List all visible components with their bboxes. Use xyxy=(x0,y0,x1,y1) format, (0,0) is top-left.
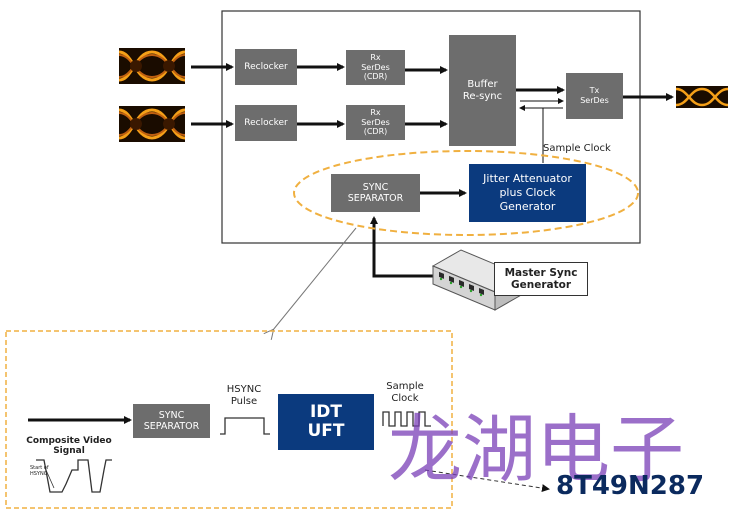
sync-separator-top: SYNC SEPARATOR xyxy=(331,174,420,212)
rx-serdes-1: Rx SerDes (CDR) xyxy=(346,50,405,85)
reclocker-1: Reclocker xyxy=(235,49,297,85)
sample-clock-waveform xyxy=(382,411,431,427)
composite-video-label: Composite Video Signal xyxy=(26,436,112,457)
master-sync-generator: Master Sync Generator xyxy=(494,262,588,296)
hsync-pulse-label: HSYNC Pulse xyxy=(226,384,262,407)
reclocker-2: Reclocker xyxy=(235,105,297,141)
hsync-pulse-waveform xyxy=(220,417,270,435)
tx-serdes: Tx SerDes xyxy=(566,73,623,119)
start-of-hsync-label: Start of HSYNC xyxy=(30,465,49,477)
idt-uft-block: IDT UFT xyxy=(278,394,374,450)
buffer-resync: Buffer Re-sync xyxy=(449,35,516,146)
jitter-attenuator: Jitter Attenuator plus Clock Generator xyxy=(469,164,586,222)
output-eye-diagram xyxy=(676,86,728,108)
sample-clock-bottom-label: Sample Clock xyxy=(386,381,424,404)
composite-video-waveform xyxy=(36,459,112,493)
part-number: 8T49N287 xyxy=(556,471,705,501)
rx-serdes-2: Rx SerDes (CDR) xyxy=(346,105,405,140)
watermark-text: 龙湖电子 xyxy=(388,407,684,493)
input-eye-diagram-2 xyxy=(119,106,185,142)
input-eye-diagram-1 xyxy=(119,48,185,84)
sync-separator-bottom: SYNC SEPARATOR xyxy=(133,404,210,438)
sample-clock-label: Sample Clock xyxy=(543,143,611,154)
pll-region-ellipse xyxy=(293,150,639,236)
system-frame xyxy=(221,10,641,244)
